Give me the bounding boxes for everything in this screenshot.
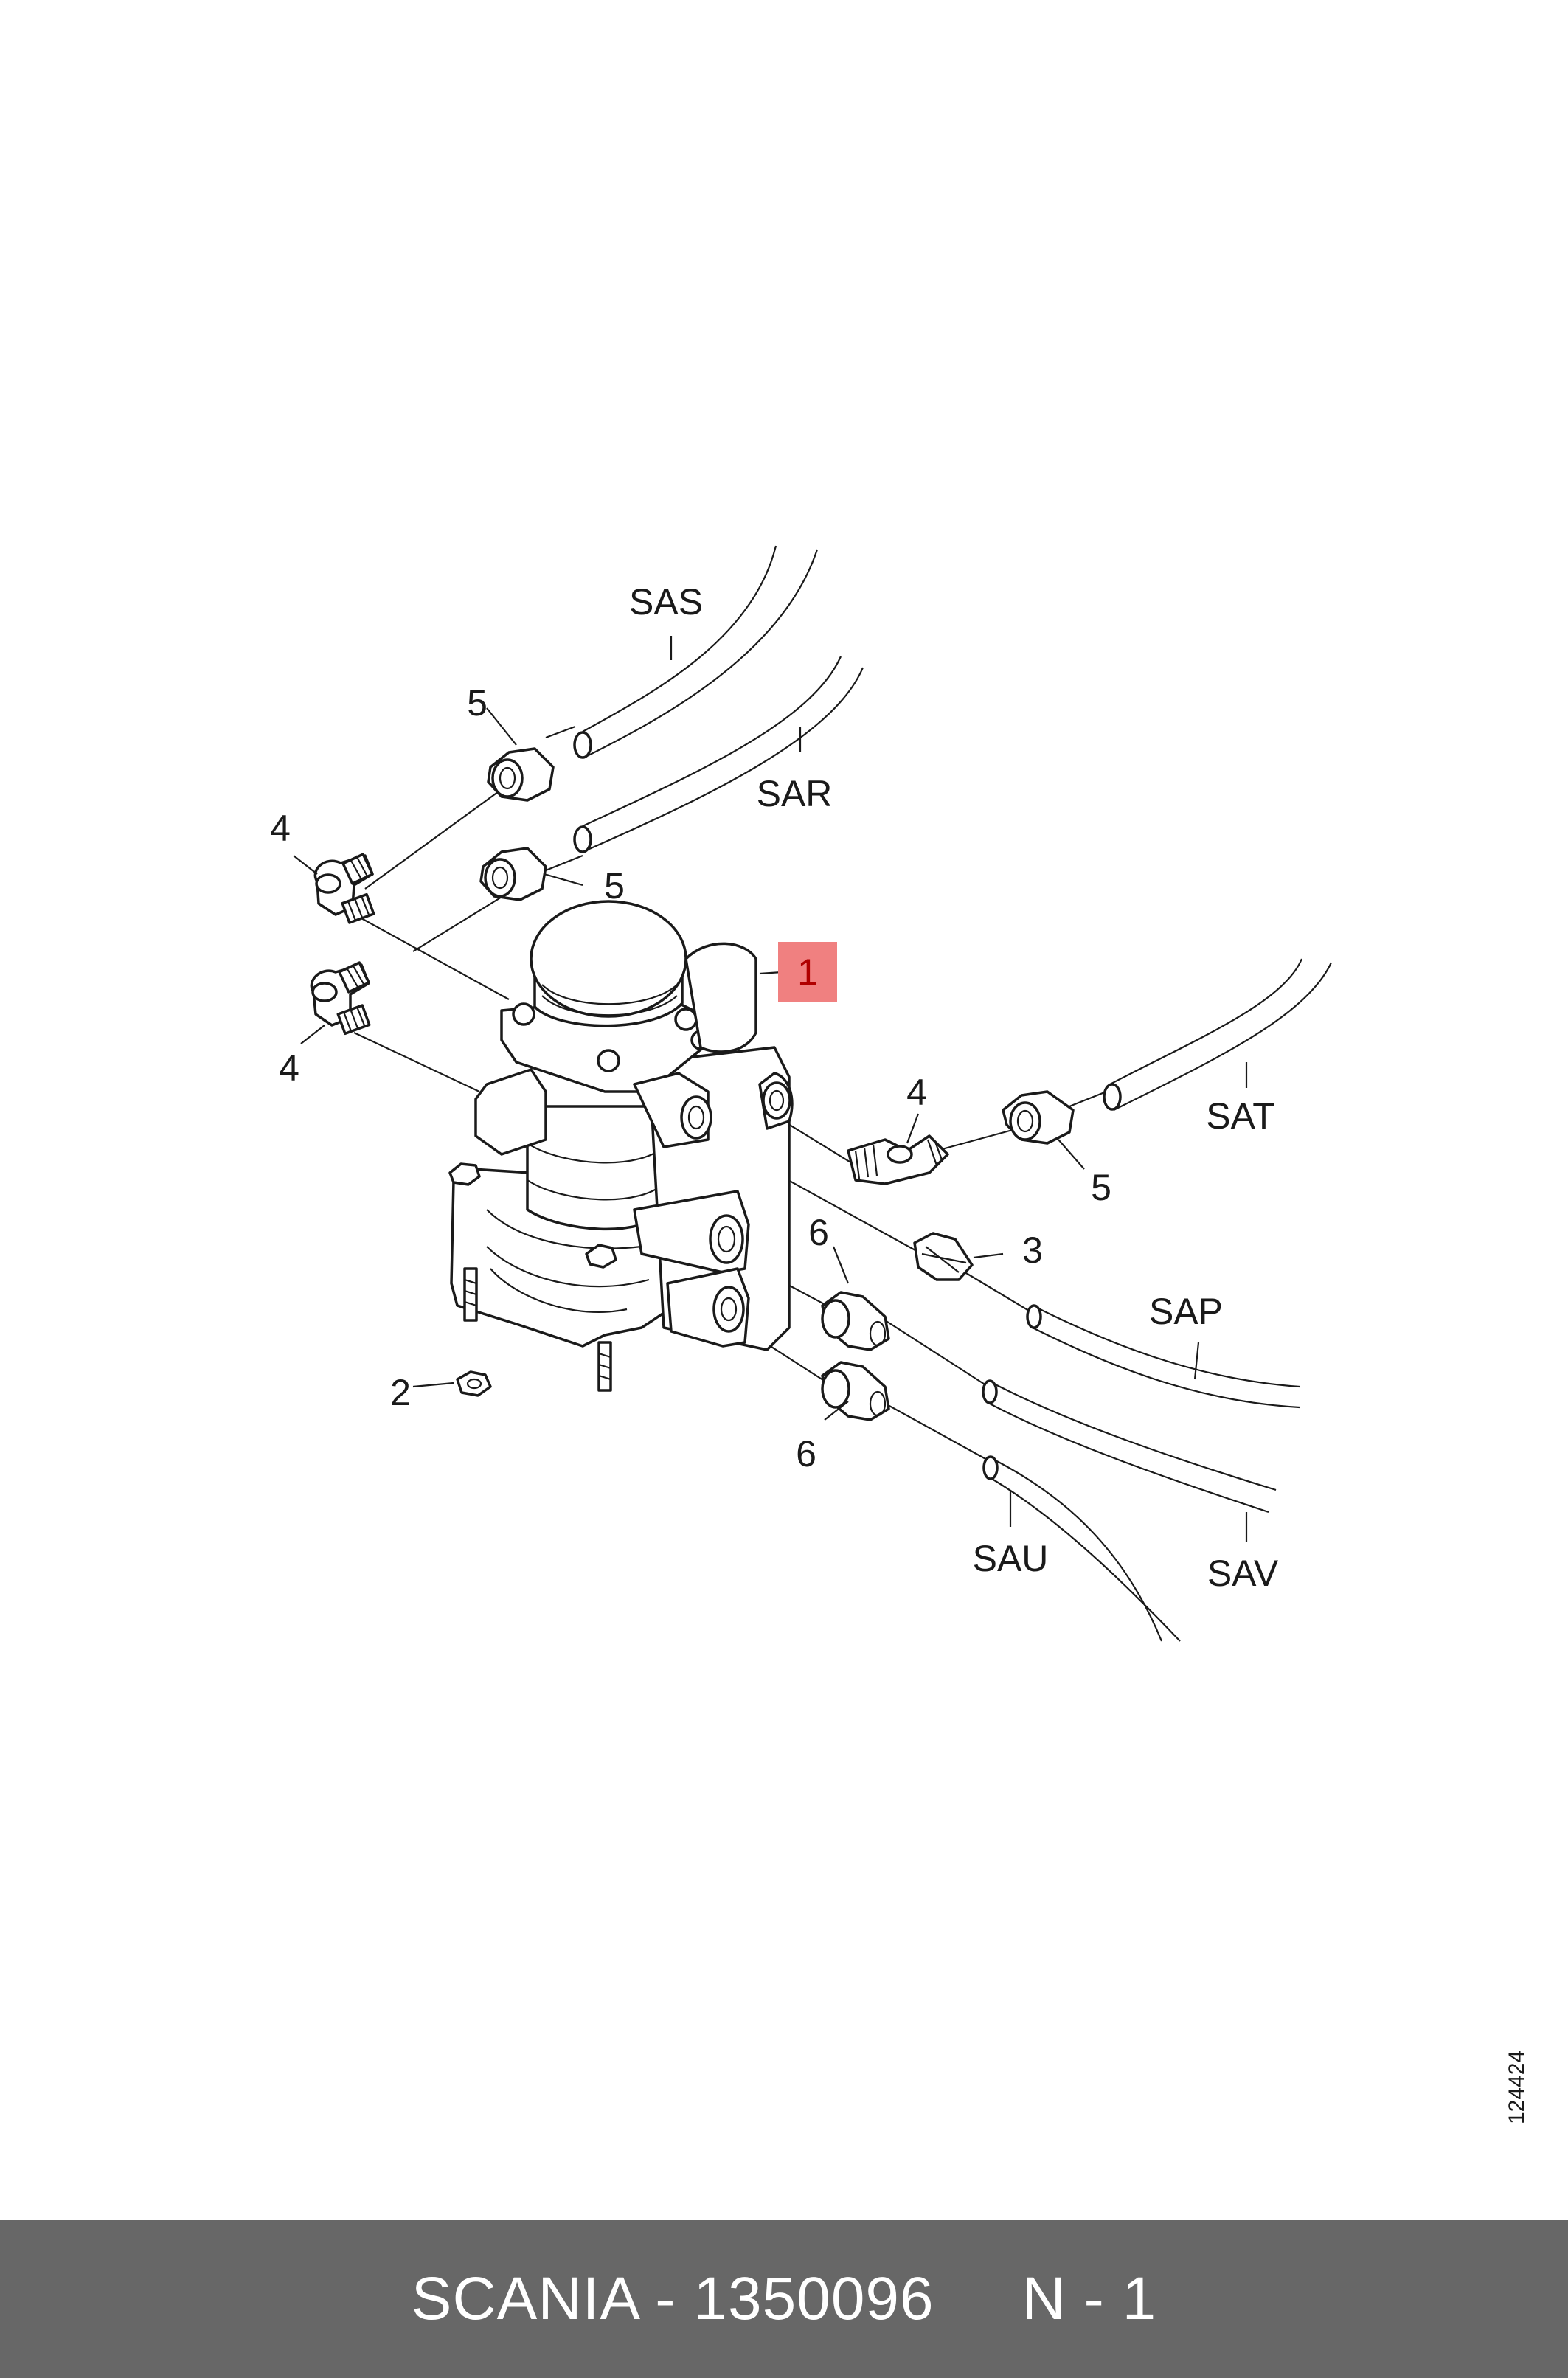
label-sav: SAV: [1207, 1553, 1279, 1594]
union-nut-middle: [479, 847, 547, 901]
footer-text: SCANIA - 1350096 N - 1: [411, 2265, 1157, 2332]
valve-body: [448, 900, 794, 1392]
callout-1: 1: [797, 951, 818, 993]
callout-labels: 1 2 3 4 4 4 5 5 5 6 6: [270, 682, 1111, 1474]
valve-ports: [633, 1072, 794, 1348]
callout-3: 3: [1022, 1230, 1043, 1271]
elbow-fitting-top: [313, 853, 375, 924]
pipe-sas: [573, 545, 819, 759]
union-nut-upper: [487, 747, 555, 802]
pipe-sar: [573, 656, 864, 853]
drawing-id: 124424: [1505, 2050, 1529, 2124]
callout-4-top: 4: [270, 808, 291, 849]
callout-4-left: 4: [279, 1047, 299, 1089]
callout-6-lower: 6: [796, 1433, 816, 1474]
callout-5-middle: 5: [604, 865, 625, 907]
push-in-fitting-lower: [821, 1361, 890, 1421]
label-ticks: [293, 636, 1248, 1542]
push-in-fitting-upper: [821, 1291, 890, 1351]
label-sat: SAT: [1206, 1095, 1275, 1137]
fitting-3: [913, 1232, 974, 1281]
label-sas: SAS: [629, 581, 703, 623]
callout-5-upper: 5: [467, 682, 488, 724]
pipe-sap: [1026, 1304, 1300, 1409]
callout-5-right: 5: [1091, 1167, 1111, 1208]
pipe-sat: [1103, 958, 1332, 1111]
callout-4-right: 4: [906, 1072, 927, 1113]
pipes: [573, 545, 1332, 1642]
part-1-highlight: [778, 942, 837, 1002]
pipe-labels: SAS SAR SAT SAP SAV SAU: [629, 581, 1279, 1594]
pipe-sau: [982, 1455, 1181, 1642]
union-nut-right: [1002, 1090, 1075, 1145]
callout-6-upper: 6: [808, 1212, 829, 1253]
pipe-sav: [982, 1379, 1277, 1514]
label-sar: SAR: [757, 773, 833, 814]
label-sap: SAP: [1149, 1291, 1223, 1332]
callout-2: 2: [390, 1372, 411, 1413]
exploded-parts-diagram: 1 2 3 4 4 4 5 5 5 6 6 SAS SAR SAT SAP SA…: [270, 545, 1332, 1642]
elbow-fitting-right: [847, 1134, 949, 1185]
mounting-stud: [463, 1267, 612, 1392]
elbow-fitting-left: [310, 961, 371, 1036]
nut: [456, 1370, 492, 1397]
label-sau: SAU: [973, 1538, 1049, 1579]
footer-bar: SCANIA - 1350096 N - 1: [0, 2220, 1568, 2378]
